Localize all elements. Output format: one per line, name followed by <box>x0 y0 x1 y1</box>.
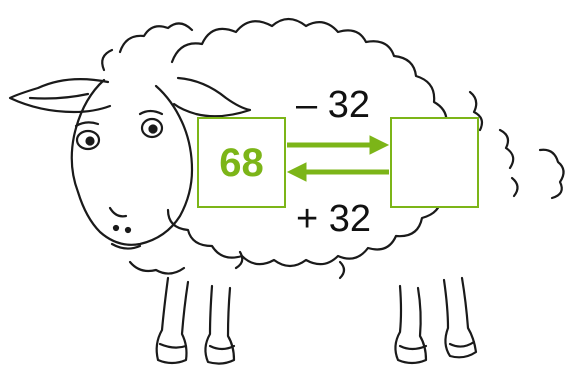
sheep-left-ear <box>8 78 112 114</box>
forward-operation-label: – 32 <box>296 84 370 126</box>
backward-operation-label: + 32 <box>296 198 372 240</box>
start-number: 68 <box>219 140 264 185</box>
start-number-box: 68 <box>197 117 286 208</box>
sheep-right-eye <box>140 117 164 139</box>
sheep-left-eye <box>75 129 101 151</box>
sheep-back-leg-left <box>394 284 428 365</box>
sheep-tail <box>538 148 565 200</box>
answer-box[interactable] <box>390 117 479 208</box>
sheep-back-leg-right <box>442 276 478 359</box>
sheep-right-ear <box>172 76 252 118</box>
sheep-front-leg-left <box>155 276 190 365</box>
sheep-front-leg-right <box>204 284 236 365</box>
sheep-face-outline <box>70 78 194 246</box>
